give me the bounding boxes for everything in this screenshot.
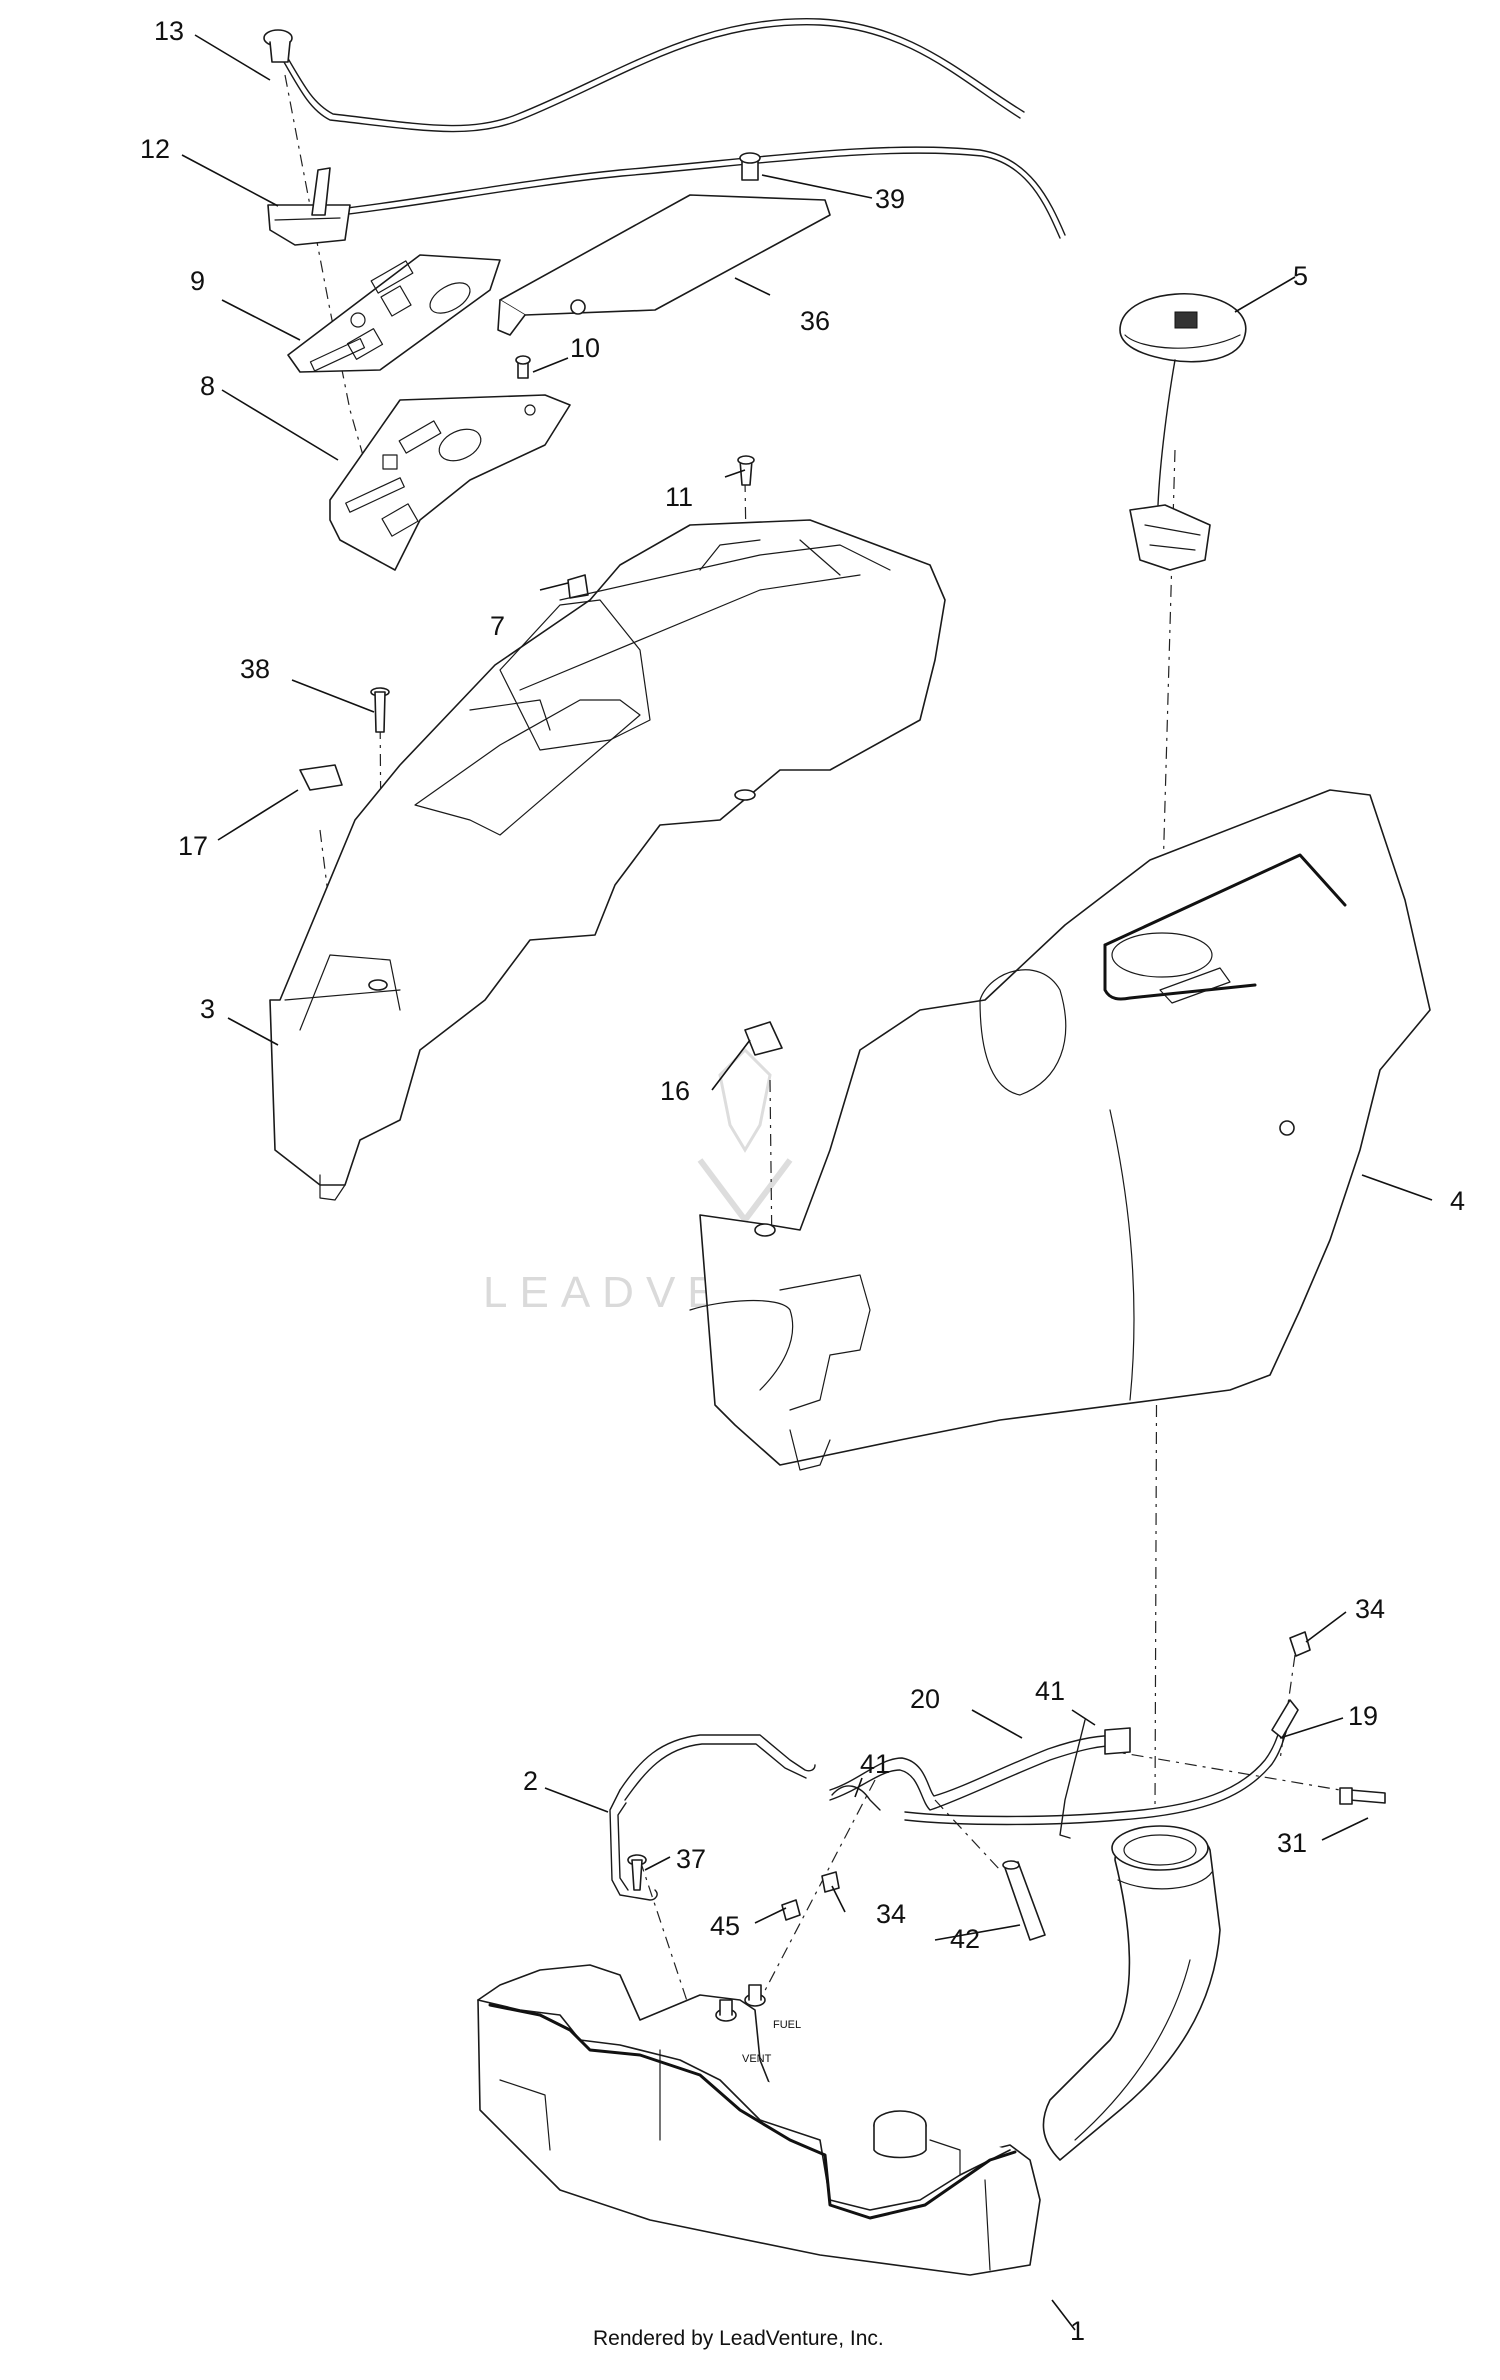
part-42-tube — [1002, 1860, 1046, 1941]
part-37-screw — [627, 1854, 647, 1891]
part-34-clip-lower — [821, 1871, 840, 1893]
part-17-pad — [299, 764, 343, 791]
part-9-decal-plate — [287, 254, 501, 373]
callout-7: 7 — [490, 611, 505, 641]
part-45-nut — [781, 1899, 801, 1921]
callout-8: 8 — [200, 371, 215, 401]
callout-34-lower: 34 — [876, 1899, 906, 1929]
callout-20: 20 — [910, 1684, 940, 1714]
callout-16: 16 — [660, 1076, 690, 1106]
part-4-tank-cover — [689, 789, 1431, 1471]
callout-38: 38 — [240, 654, 270, 684]
part-3-console-housing — [269, 519, 946, 1201]
render-credit: Rendered by LeadVenture, Inc. — [593, 2327, 884, 2350]
callout-41-left: 41 — [860, 1749, 890, 1779]
callout-1: 1 — [1070, 2316, 1085, 2346]
callout-5: 5 — [1293, 261, 1308, 291]
callout-36: 36 — [800, 306, 830, 336]
callout-4: 4 — [1450, 1186, 1465, 1216]
callout-34-upper: 34 — [1355, 1594, 1385, 1624]
callout-45: 45 — [710, 1911, 740, 1941]
callout-39: 39 — [875, 184, 905, 214]
part-20-fuel-hose — [829, 1727, 1131, 1811]
part-41-clamps — [831, 1719, 1086, 1839]
part-34-clip-upper — [1289, 1631, 1311, 1657]
tank-vent-label: VENT — [742, 2053, 772, 2065]
part-31-connector — [1339, 1787, 1386, 1805]
tank-fuel-label: FUEL — [773, 2019, 801, 2031]
callout-3: 3 — [200, 994, 215, 1024]
callout-19: 19 — [1348, 1701, 1378, 1731]
part-7-clip — [567, 574, 589, 599]
part-8-console-plate — [329, 394, 571, 571]
callout-12: 12 — [140, 134, 170, 164]
part-36-cover-panel — [497, 194, 831, 336]
callout-13: 13 — [154, 16, 184, 46]
callout-labels: 13 12 9 8 10 11 7 38 17 3 16 4 5 39 36 2… — [140, 16, 1465, 2346]
callout-31: 31 — [1277, 1828, 1307, 1858]
callout-37: 37 — [676, 1844, 706, 1874]
callout-17: 17 — [178, 831, 208, 861]
part-10-screw — [515, 355, 531, 379]
callout-41-right: 41 — [1035, 1676, 1065, 1706]
part-5-fuel-cap — [1119, 292, 1247, 571]
part-38-bolt — [370, 687, 390, 733]
part-2-bracket — [609, 1734, 816, 1901]
part-11-bolt — [737, 455, 755, 486]
part-19-fuel-line — [904, 1699, 1299, 1826]
leader-lines — [181, 34, 1433, 2331]
callout-10: 10 — [570, 333, 600, 363]
part-13-cable — [263, 18, 1025, 133]
callout-11: 11 — [665, 482, 693, 512]
part-1-fuel-tank: FUEL VENT — [477, 1825, 1221, 2276]
callout-9: 9 — [190, 266, 205, 296]
callout-2: 2 — [523, 1766, 538, 1796]
part-39-fastener — [739, 152, 761, 181]
part-16-pad — [744, 1021, 783, 1056]
callout-42: 42 — [950, 1924, 980, 1954]
